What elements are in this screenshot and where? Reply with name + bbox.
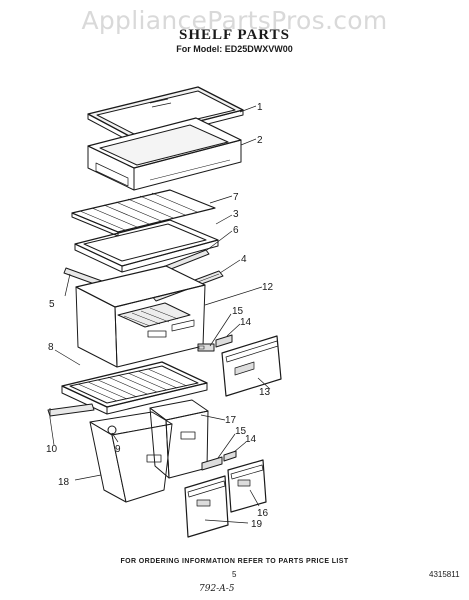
- part-1-glass-shelf: [87, 86, 244, 144]
- callout-13: 13: [259, 387, 271, 398]
- page-number: 5: [232, 570, 237, 579]
- callout-14-lower: 14: [245, 434, 257, 445]
- callout-4: 4: [241, 254, 247, 265]
- callout-9: 9: [115, 444, 121, 455]
- part-14-handle-clip: [215, 334, 233, 348]
- callout-3: 3: [233, 209, 239, 220]
- part-14-handle-clip-lower: [223, 450, 237, 462]
- part-8-ribbed-shelf: [61, 361, 208, 415]
- ordering-note: FOR ORDERING INFORMATION REFER TO PARTS …: [120, 558, 349, 565]
- page-title: SHELF PARTS: [179, 27, 290, 43]
- callout-10: 10: [46, 444, 58, 455]
- part-19-drawer-front: [184, 475, 229, 538]
- callout-6: 6: [233, 225, 239, 236]
- callout-16: 16: [257, 508, 269, 519]
- callout-5: 5: [49, 299, 55, 310]
- callout-14: 14: [240, 317, 252, 328]
- callout-15-lower: 15: [235, 426, 247, 437]
- callout-17: 17: [225, 415, 237, 426]
- part-15-handle-clip: [197, 343, 215, 352]
- leader-lines: [49, 105, 271, 524]
- callout-1: 1: [257, 102, 263, 113]
- callout-12: 12: [262, 282, 274, 293]
- callout-18: 18: [58, 477, 70, 488]
- handwritten-note: 792-A-5: [199, 584, 235, 594]
- part-16-drawer-front: [227, 459, 267, 513]
- document-number: 4315811: [429, 570, 460, 579]
- watermark: AppliancePartsPros.com: [81, 6, 388, 35]
- part-15-handle-clip-lower: [201, 456, 223, 471]
- callout-15: 15: [232, 306, 244, 317]
- part-12-crisper-pan: [75, 265, 206, 368]
- callout-8: 8: [48, 342, 54, 353]
- part-10-rail: [47, 403, 95, 418]
- part-13-drawer-front: [221, 335, 282, 397]
- callout-2: 2: [257, 135, 263, 146]
- part-7-ribbed-cover: [71, 189, 216, 237]
- part-2-shelf-tray: [87, 117, 242, 191]
- callout-19: 19: [251, 519, 263, 530]
- part-18-drawer-bin: [89, 411, 173, 503]
- callout-labels: 1 2 7 3 6 4 5 12 15 14 8 13 10 9 17 15 1…: [46, 102, 274, 530]
- model-label: For Model: ED25DWXVW00: [176, 44, 293, 54]
- part-3-frame: [74, 219, 219, 273]
- part-9-clip: [107, 425, 117, 435]
- callout-7: 7: [233, 192, 239, 203]
